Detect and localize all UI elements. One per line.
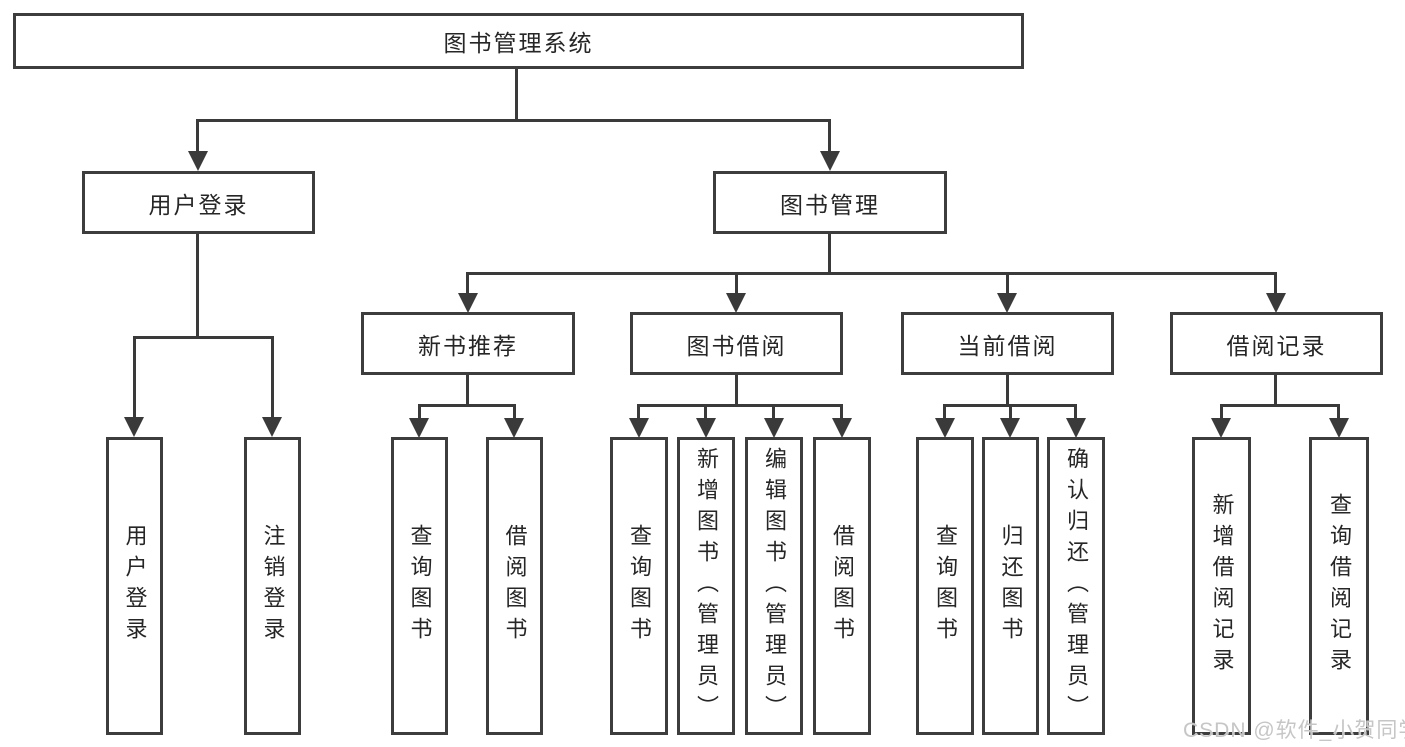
connector-records-branch	[1220, 404, 1340, 407]
arrowhead-rec-borrow	[504, 418, 524, 438]
arrowhead-borrow-records	[1266, 293, 1286, 313]
leaf-logout-login-label: 注销登录	[260, 524, 286, 648]
connector-drop-leaf-user-login	[133, 336, 136, 419]
connector-book-mgmt-stem	[828, 234, 831, 274]
node-book-borrow: 图书借阅	[630, 312, 843, 375]
leaf-bb-add-book-admin-label: 新增图书（管理员）	[694, 446, 719, 726]
arrowhead-leaf-logout	[262, 417, 282, 437]
connector-drop-rec-borrow	[513, 404, 516, 420]
leaf-user-login: 用户登录	[106, 437, 163, 735]
node-borrow-records-label: 借阅记录	[1226, 332, 1327, 359]
connector-drop-borrow-records	[1274, 272, 1277, 296]
leaf-cb-return-book-label: 归还图书	[998, 524, 1024, 648]
leaf-bb-borrow-book: 借阅图书	[813, 437, 871, 735]
connector-drop-current-borrow	[1006, 272, 1009, 296]
arrowhead-user-login	[188, 151, 208, 171]
connector-drop-rec-query	[418, 404, 421, 420]
leaf-bb-query-book: 查询图书	[610, 437, 668, 735]
arrowhead-book-mgmt	[820, 151, 840, 171]
arrowhead-bb-query	[629, 418, 649, 438]
connector-drop-br-add	[1220, 404, 1223, 420]
leaf-bb-add-book-admin: 新增图书（管理员）	[677, 437, 735, 735]
arrowhead-br-query	[1329, 418, 1349, 438]
connector-drop-book-borrow	[735, 272, 738, 296]
node-borrow-records: 借阅记录	[1170, 312, 1383, 375]
node-current-borrow: 当前借阅	[901, 312, 1114, 375]
connector-root-branch	[197, 119, 831, 122]
arrowhead-bb-edit	[764, 418, 784, 438]
connector-current-stem	[1006, 375, 1009, 406]
connector-drop-br-query	[1337, 404, 1340, 420]
connector-drop-cb-confirm	[1074, 404, 1077, 420]
node-system-root-label: 图书管理系统	[443, 30, 594, 56]
connector-user-login-stem	[196, 234, 199, 338]
connector-drop-bb-edit	[772, 404, 775, 420]
connector-rec-stem	[466, 375, 469, 406]
arrowhead-leaf-user-login	[124, 417, 144, 437]
leaf-rec-borrow-book: 借阅图书	[486, 437, 543, 735]
connector-drop-bb-borrow	[840, 404, 843, 420]
arrowhead-current-borrow	[997, 293, 1017, 313]
arrowhead-new-book-rec	[458, 293, 478, 313]
arrowhead-bb-add	[696, 418, 716, 438]
connector-drop-bb-add	[704, 404, 707, 420]
arrowhead-bb-borrow	[832, 418, 852, 438]
connector-drop-bb-query	[637, 404, 640, 420]
node-new-book-recommend: 新书推荐	[361, 312, 575, 375]
leaf-cb-query-book: 查询图书	[916, 437, 974, 735]
connector-drop-cb-query	[943, 404, 946, 420]
connector-root-stem	[515, 68, 518, 121]
leaf-cb-return-book: 归还图书	[982, 437, 1039, 735]
connector-drop-cb-return	[1009, 404, 1012, 420]
arrowhead-cb-confirm	[1066, 418, 1086, 438]
leaf-bb-query-book-label: 查询图书	[627, 524, 652, 648]
node-new-book-recommend-label: 新书推荐	[418, 332, 518, 359]
leaf-logout-login: 注销登录	[244, 437, 301, 735]
node-book-management-label: 图书管理	[780, 191, 880, 218]
leaf-br-add-record-label: 新增借阅记录	[1209, 493, 1235, 679]
leaf-br-add-record: 新增借阅记录	[1192, 437, 1251, 735]
node-system-root: 图书管理系统	[13, 13, 1024, 69]
csdn-watermark: CSDN @软件_小贺同学	[1183, 719, 1405, 742]
arrowhead-rec-query	[409, 418, 429, 438]
connector-rec-branch	[418, 404, 516, 407]
node-user-login-label: 用户登录	[148, 191, 249, 218]
leaf-user-login-label: 用户登录	[122, 524, 148, 648]
leaf-bb-edit-book-admin: 编辑图书（管理员）	[745, 437, 803, 735]
leaf-cb-query-book-label: 查询图书	[933, 524, 958, 648]
connector-user-login-branch	[133, 336, 274, 339]
leaf-br-query-record-label: 查询借阅记录	[1327, 493, 1352, 679]
leaf-br-query-record: 查询借阅记录	[1309, 437, 1369, 735]
leaf-bb-edit-book-admin-label: 编辑图书（管理员）	[762, 446, 787, 726]
connector-borrow-branch	[637, 404, 843, 407]
connector-drop-new-book-rec	[466, 272, 469, 296]
connector-drop-user-login	[196, 119, 199, 153]
arrowhead-br-add	[1211, 418, 1231, 438]
leaf-rec-query-book-label: 查询图书	[407, 524, 433, 648]
node-book-management: 图书管理	[713, 171, 947, 234]
connector-records-stem	[1274, 375, 1277, 406]
leaf-bb-borrow-book-label: 借阅图书	[830, 524, 855, 648]
node-user-login: 用户登录	[82, 171, 315, 234]
connector-book-mgmt-branch	[466, 272, 1277, 275]
arrowhead-cb-query	[935, 418, 955, 438]
arrowhead-cb-return	[1000, 418, 1020, 438]
leaf-cb-confirm-return-admin-label: 确认归还（管理员）	[1064, 446, 1089, 726]
connector-drop-leaf-logout	[271, 336, 274, 419]
node-book-borrow-label: 图书借阅	[686, 332, 787, 359]
connector-borrow-stem	[735, 375, 738, 406]
leaf-rec-borrow-book-label: 借阅图书	[502, 524, 528, 648]
leaf-cb-confirm-return-admin: 确认归还（管理员）	[1047, 437, 1105, 735]
leaf-rec-query-book: 查询图书	[391, 437, 448, 735]
node-current-borrow-label: 当前借阅	[957, 332, 1058, 359]
connector-drop-book-mgmt	[828, 119, 831, 153]
arrowhead-book-borrow	[726, 293, 746, 313]
